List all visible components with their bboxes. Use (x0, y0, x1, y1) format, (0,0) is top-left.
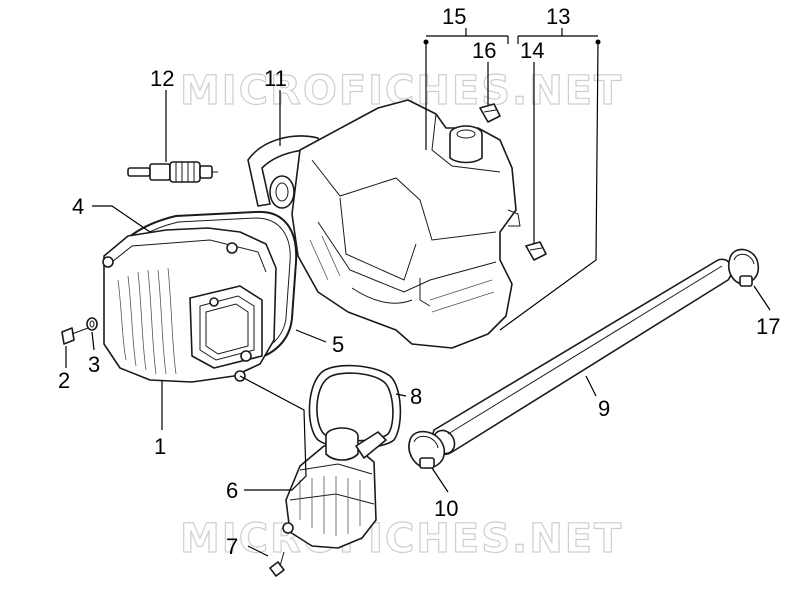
hose-clamp-upper (727, 248, 760, 287)
watermark-bottom: MICROFICHES.NET (180, 516, 623, 562)
callout-5: 5 (332, 332, 344, 357)
clip-16 (479, 103, 501, 123)
screw-small (269, 551, 285, 577)
oil-separator (282, 427, 387, 549)
callout-8: 8 (410, 384, 422, 409)
callout-7: 7 (226, 534, 238, 559)
callout-6: 6 (226, 478, 238, 503)
callout-11: 11 (264, 66, 287, 91)
callout-12: 12 (150, 66, 174, 91)
spark-plug (127, 161, 218, 183)
callout-14: 14 (520, 38, 544, 63)
callout-1: 1 (154, 434, 166, 459)
callout-10: 10 (434, 496, 458, 521)
callout-15: 15 (442, 4, 466, 29)
callout-labels: 15 13 16 14 12 11 4 5 3 2 1 8 9 6 10 7 1… (58, 4, 780, 559)
clip-14 (525, 241, 547, 261)
callout-4: 4 (72, 194, 84, 219)
watermark-top: MICROFICHES.NET (180, 68, 623, 114)
callout-2: 2 (58, 368, 70, 393)
cylinder-head-cover-housing (291, 99, 521, 349)
breather-gasket (308, 364, 402, 450)
screw-and-washer (61, 317, 98, 345)
valve-cover (102, 227, 277, 383)
callout-3: 3 (88, 352, 100, 377)
hose-clamp-lower (408, 430, 446, 469)
callout-16: 16 (472, 38, 496, 63)
callout-9: 9 (598, 396, 610, 421)
callout-17: 17 (756, 314, 780, 339)
callout-13: 13 (546, 4, 570, 29)
leader-lines (65, 28, 771, 557)
